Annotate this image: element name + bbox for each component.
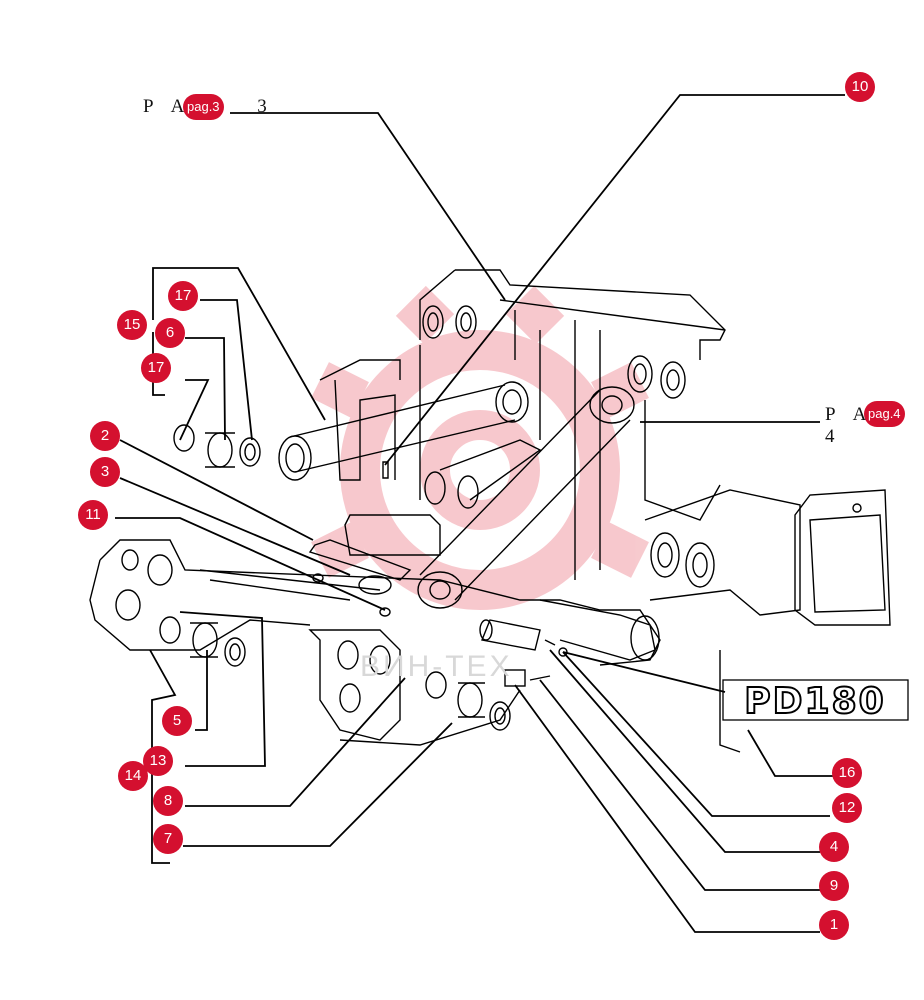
page-ref-4-label: P A4 bbox=[825, 404, 924, 448]
callout-5[interactable]: 5 bbox=[162, 706, 192, 736]
callout-6[interactable]: 6 bbox=[155, 318, 185, 348]
callout-2[interactable]: 2 bbox=[90, 421, 120, 451]
callout-9[interactable]: 9 bbox=[819, 871, 849, 901]
callout-12[interactable]: 12 bbox=[832, 793, 862, 823]
page-ref-4-badge[interactable]: pag.4 bbox=[864, 401, 905, 427]
pd180-logo-text: PD180 bbox=[744, 681, 885, 722]
page-ref-4-text: P A bbox=[825, 404, 874, 425]
callout-17-lower[interactable]: 17 bbox=[141, 353, 171, 383]
callout-4[interactable]: 4 bbox=[819, 832, 849, 862]
page-ref-3-label: P A 3 bbox=[143, 96, 274, 118]
callout-16[interactable]: 16 bbox=[832, 758, 862, 788]
callout-7[interactable]: 7 bbox=[153, 824, 183, 854]
callout-15[interactable]: 15 bbox=[117, 310, 147, 340]
pd180-logo: PD180 bbox=[722, 679, 909, 723]
page-ref-3-badge[interactable]: pag.3 bbox=[183, 94, 224, 120]
watermark-text: ВИН-ТЕХ bbox=[360, 650, 513, 683]
page-ref-3-text: P A bbox=[143, 96, 192, 117]
page-ref-4-suffix: 4 bbox=[825, 426, 842, 447]
frame-top bbox=[455, 269, 726, 360]
callout-17-top[interactable]: 17 bbox=[168, 281, 198, 311]
callout-3[interactable]: 3 bbox=[90, 457, 120, 487]
callout-1[interactable]: 1 bbox=[819, 910, 849, 940]
callout-14[interactable]: 14 bbox=[118, 761, 148, 791]
watermark-gear-icon bbox=[311, 285, 649, 610]
page-ref-3-suffix: 3 bbox=[257, 96, 274, 117]
callout-13[interactable]: 13 bbox=[143, 746, 173, 776]
callout-10[interactable]: 10 bbox=[845, 72, 875, 102]
callout-11[interactable]: 11 bbox=[78, 500, 108, 530]
callout-8[interactable]: 8 bbox=[153, 786, 183, 816]
